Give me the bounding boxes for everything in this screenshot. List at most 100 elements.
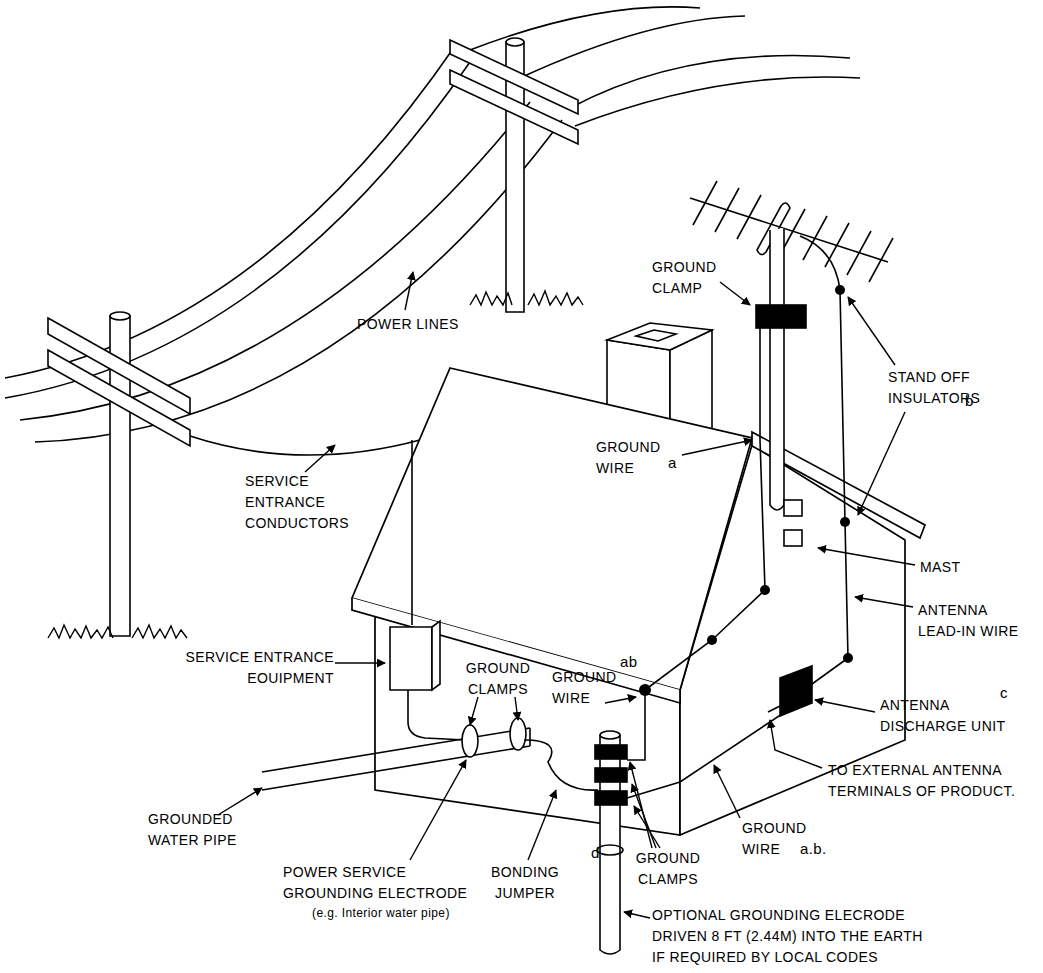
part-label: MAST <box>920 557 961 578</box>
antenna-element <box>693 181 893 282</box>
leader-arrow <box>815 700 875 712</box>
stand-off-insulator <box>843 653 853 663</box>
service-box-side <box>432 621 440 690</box>
leader-arrow <box>818 548 915 565</box>
callout-letter: d <box>591 842 600 863</box>
wires <box>627 285 853 798</box>
power-lines <box>5 7 860 455</box>
leader-arrow <box>770 720 822 768</box>
lead-in-wire <box>800 236 840 290</box>
leader-arrow <box>855 597 913 607</box>
callout-letter: c <box>1000 682 1008 703</box>
lead-in-wire <box>812 290 848 684</box>
leader-arrow <box>720 282 750 305</box>
product-wire <box>768 706 780 712</box>
rod-top <box>600 731 620 739</box>
insulators <box>639 285 853 696</box>
stand-off-insulator <box>835 285 845 295</box>
callout-letter: a <box>668 452 677 473</box>
service-box <box>390 627 432 690</box>
crossarm <box>450 70 578 144</box>
grass-tuft <box>48 625 187 638</box>
leader-arrow <box>848 297 895 365</box>
note-text: OPTIONAL GROUNDING ELECRODE DRIVEN 8 FT … <box>652 905 937 968</box>
stand-off-insulator <box>639 684 651 696</box>
part-label: POWER LINES <box>357 314 459 335</box>
leader-arrow <box>682 440 752 455</box>
leader-arrow <box>858 412 905 515</box>
stand-off-insulator <box>707 635 717 645</box>
pipe-clamp <box>462 725 478 757</box>
ground-wire <box>627 712 785 798</box>
ground-clamp <box>756 305 806 328</box>
mast-bracket <box>784 500 802 516</box>
antenna-boom <box>690 198 888 262</box>
rod-ring <box>597 845 623 855</box>
grounding-conductor <box>408 690 466 740</box>
leader-arrow <box>634 806 660 848</box>
mast <box>770 228 784 510</box>
part-label: GROUNDED WATER PIPE <box>148 809 248 851</box>
stand-off-insulator <box>760 585 770 595</box>
stand-off-insulator <box>840 517 850 527</box>
pole-top <box>110 312 130 320</box>
leader-arrow <box>714 765 740 818</box>
pole-top <box>506 38 524 46</box>
rod-clamp <box>595 745 627 759</box>
chimney-top <box>607 323 712 350</box>
power-wire <box>570 55 850 108</box>
grass-tuft <box>470 291 583 305</box>
leader-arrow <box>218 788 262 815</box>
part-label: GROUND CLAMPS <box>458 658 538 700</box>
chimney-flue <box>636 330 676 341</box>
leader-arrow <box>470 697 478 725</box>
leader-arrow <box>335 662 385 663</box>
leader-arrow <box>605 697 636 703</box>
part-note: (e.g. Interior water pipe) <box>312 903 450 924</box>
part-label: BONDING JUMPER <box>480 862 570 904</box>
rod-clamp <box>595 768 627 782</box>
leader-arrow <box>624 912 650 918</box>
service-conductor <box>411 440 413 625</box>
crossarm <box>48 350 190 446</box>
ground-rod <box>595 731 627 954</box>
leader-arrow <box>410 760 466 860</box>
water-pipe <box>262 718 598 790</box>
discharge-unit <box>780 666 812 716</box>
leader-arrow <box>630 762 652 848</box>
power-wire <box>470 7 700 50</box>
leader-arrow <box>528 790 556 860</box>
leader-arrows <box>218 272 915 918</box>
callout-letter: ab <box>620 651 638 672</box>
leader-arrow <box>515 697 518 720</box>
part-label: GROUND WIRE <box>596 437 671 479</box>
part-label: GROUND CLAMPS <box>628 848 708 890</box>
rod-clamp <box>595 791 627 805</box>
part-label: SERVICE ENTRANCE EOUIPMENT <box>172 647 334 689</box>
roof <box>352 368 752 690</box>
mast-bracket <box>784 530 802 546</box>
part-label: POWER SERVICE GROUNDING ELECTRODE <box>283 862 478 904</box>
part-label: GROUND WIRE <box>552 667 627 709</box>
power-wire <box>575 77 860 126</box>
roof-eave <box>352 598 680 703</box>
antenna <box>690 181 893 546</box>
ground-wire <box>627 328 765 760</box>
service-drop-wire <box>190 436 420 455</box>
leader-arrow <box>305 445 335 472</box>
part-label: ANTENNA LEAD-IN WIRE <box>918 600 1028 642</box>
service-equipment <box>390 440 466 740</box>
part-label: ANTENNA DISCHARGE UNIT <box>880 695 1015 737</box>
pipe <box>262 728 530 790</box>
bonding-jumper <box>524 740 598 790</box>
pipe-clamp <box>510 718 526 750</box>
leader-arrow <box>632 784 656 848</box>
part-label: GROUND CLAMP <box>652 257 732 299</box>
part-label: SERVICE ENTRANCE CONDUCTORS <box>245 471 357 534</box>
callout-letter: a.b. <box>800 838 827 859</box>
part-label: TO EXTERNAL ANTENNA TERMINALS OF PRODUCT… <box>828 760 1033 802</box>
callout-letter: b <box>965 390 974 411</box>
leader-arrow <box>405 272 413 310</box>
